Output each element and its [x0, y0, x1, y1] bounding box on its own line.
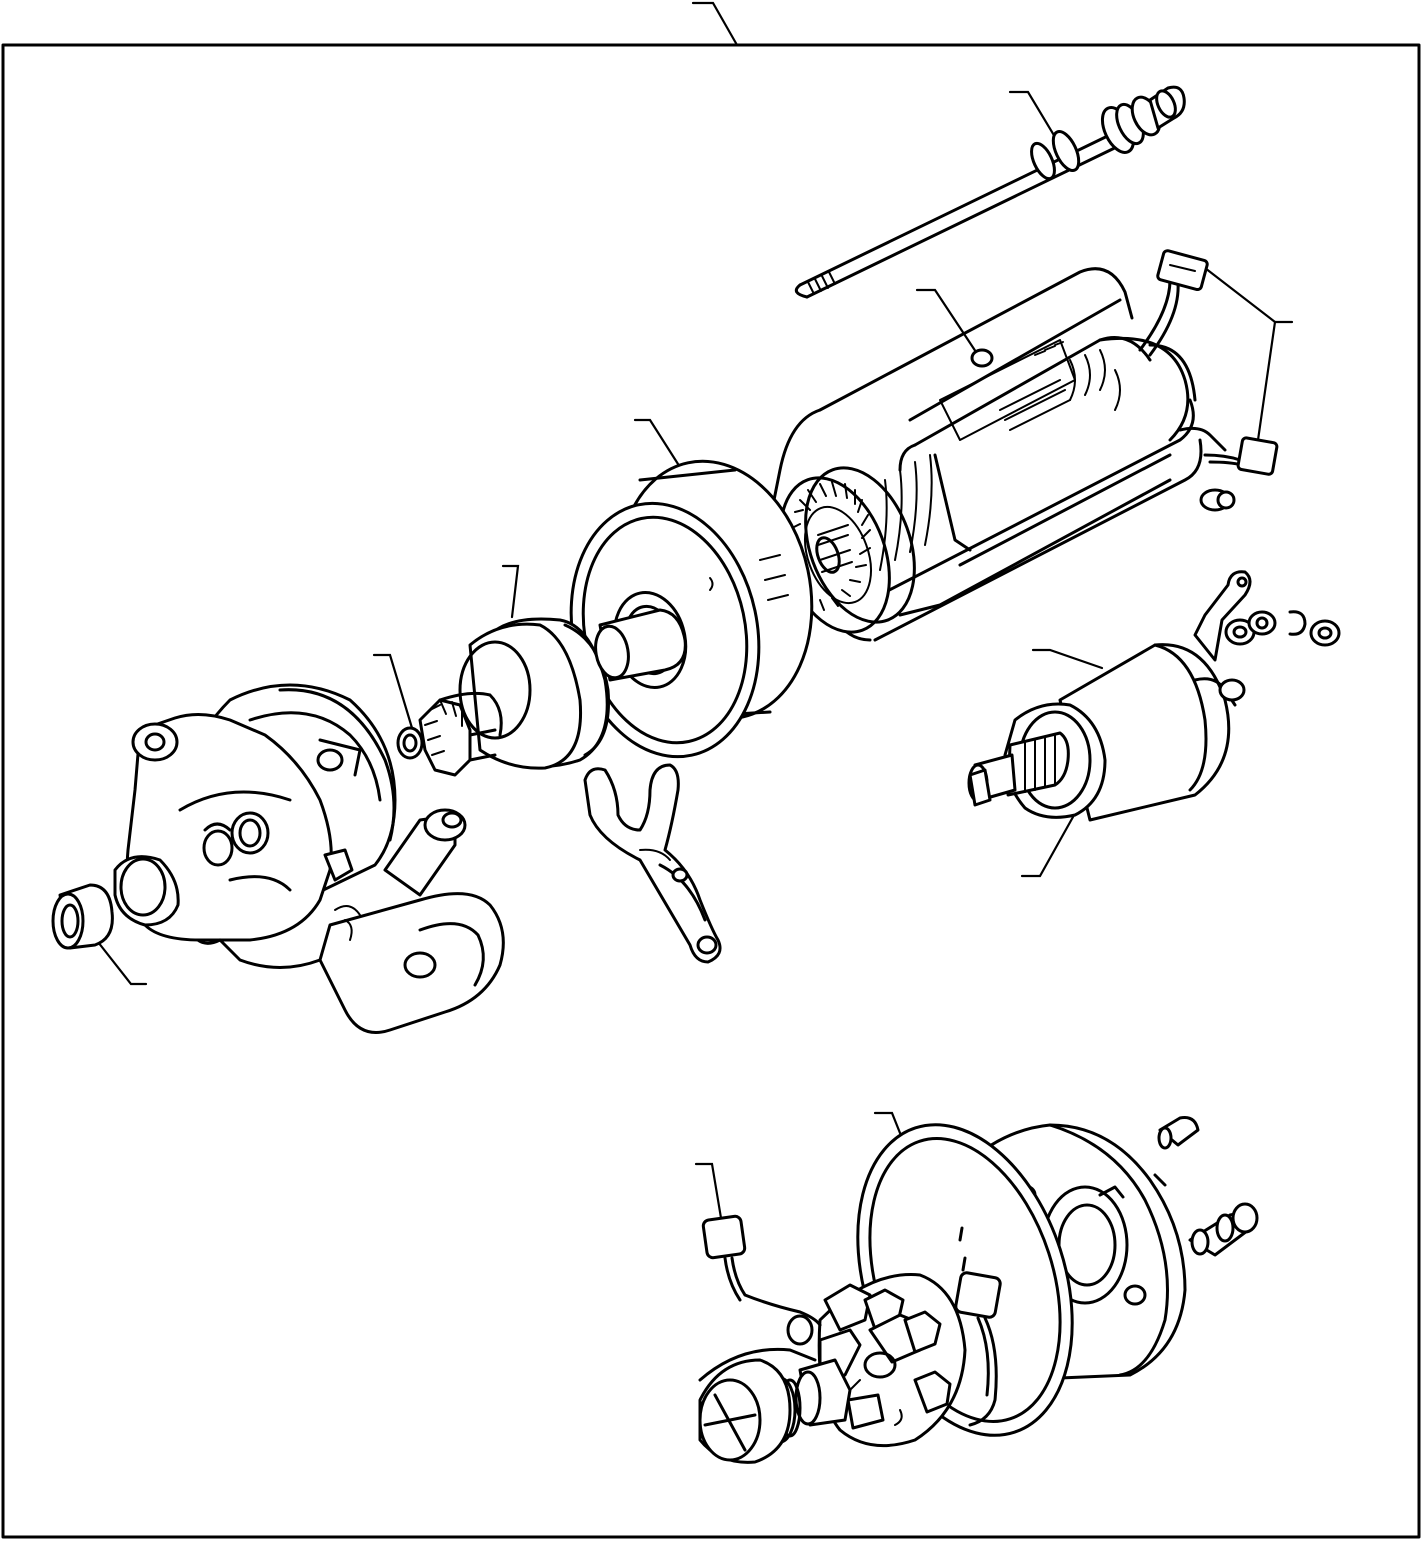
leader-assembly	[691, 1, 739, 47]
leader-through-bolt	[1008, 90, 1060, 144]
leader-brush-leads	[1256, 320, 1294, 442]
leader-brush-leads-2	[1203, 266, 1277, 324]
brush-holder	[698, 1214, 967, 1464]
leader-solenoid	[1031, 648, 1104, 670]
pinion-gear	[396, 698, 497, 777]
field-yoke	[767, 249, 1279, 642]
leader-lines	[96, 1, 1294, 1438]
shift-lever	[583, 763, 722, 964]
leader-center-plate	[633, 418, 687, 477]
leader-plunger	[1020, 806, 1080, 878]
solenoid	[1003, 570, 1341, 822]
leader-clutch	[501, 564, 520, 619]
through-bolt	[794, 85, 1186, 299]
plunger	[967, 731, 1070, 807]
diagram-frame	[1, 43, 1421, 1539]
leader-bushing	[96, 940, 148, 986]
bushing	[51, 883, 114, 950]
drive-housing	[113, 683, 505, 1034]
leader-brush-lead-lower	[694, 1162, 723, 1220]
leader-field-yoke	[915, 288, 980, 357]
overrunning-clutch	[438, 608, 687, 770]
leader-pinion	[372, 653, 414, 730]
